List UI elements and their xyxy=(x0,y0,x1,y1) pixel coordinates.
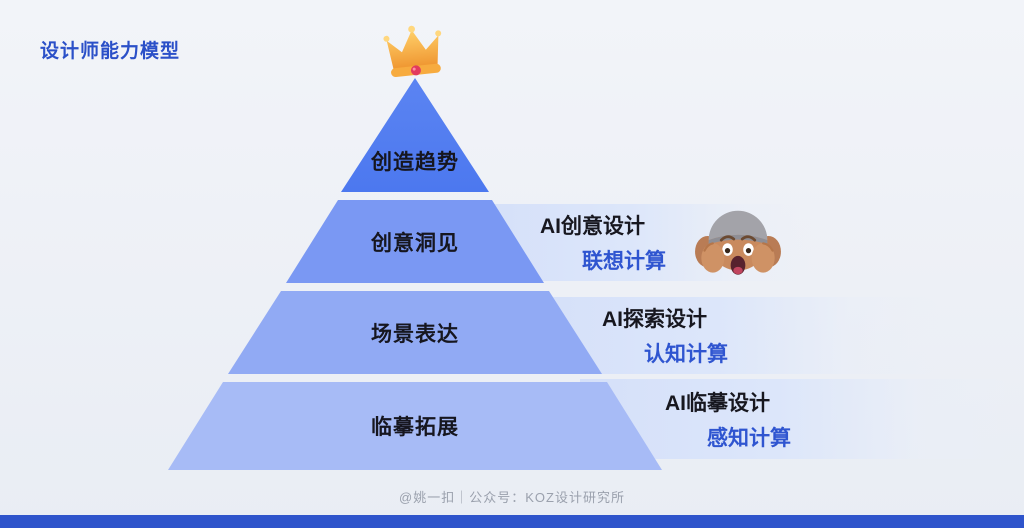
layer-label: 场景表达 xyxy=(371,322,459,346)
layer-label: 创造趋势 xyxy=(371,151,459,174)
layer-label: 创意洞见 xyxy=(371,231,459,255)
callout-subtitle: 认知计算 xyxy=(644,343,728,366)
pyramid-layer-trend: 创造趋势 xyxy=(341,78,489,192)
pyramid-layer-copy: 临摹拓展 xyxy=(168,382,662,470)
callout-title: AI探索设计 xyxy=(602,308,707,331)
callout-text: AI探索设计 认知计算 xyxy=(530,303,940,368)
callout-text: AI临摹设计 感知计算 xyxy=(580,387,1014,452)
callout-subtitle: 联想计算 xyxy=(582,250,666,273)
callout-title: AI创意设计 xyxy=(540,215,645,238)
crown-icon xyxy=(379,19,449,85)
callout-title: AI临摹设计 xyxy=(665,391,770,415)
page-title: 设计师能力模型 xyxy=(40,41,181,62)
layer-label: 临摹拓展 xyxy=(371,416,459,439)
callout-bar-explore: AI探索设计 认知计算 xyxy=(530,297,940,374)
callout-subtitle: 感知计算 xyxy=(707,426,791,450)
callout-text: AI创意设计 联想计算 xyxy=(480,210,812,275)
shocked-face-icon xyxy=(694,193,782,281)
callout-bar-copy: AI临摹设计 感知计算 xyxy=(580,379,1014,459)
bottom-accent-bar xyxy=(0,515,1024,528)
footer-credit: @姚一扣｜公众号：KOZ设计研究所 xyxy=(399,490,625,505)
pyramid-layer-scene: 场景表达 xyxy=(228,291,602,374)
